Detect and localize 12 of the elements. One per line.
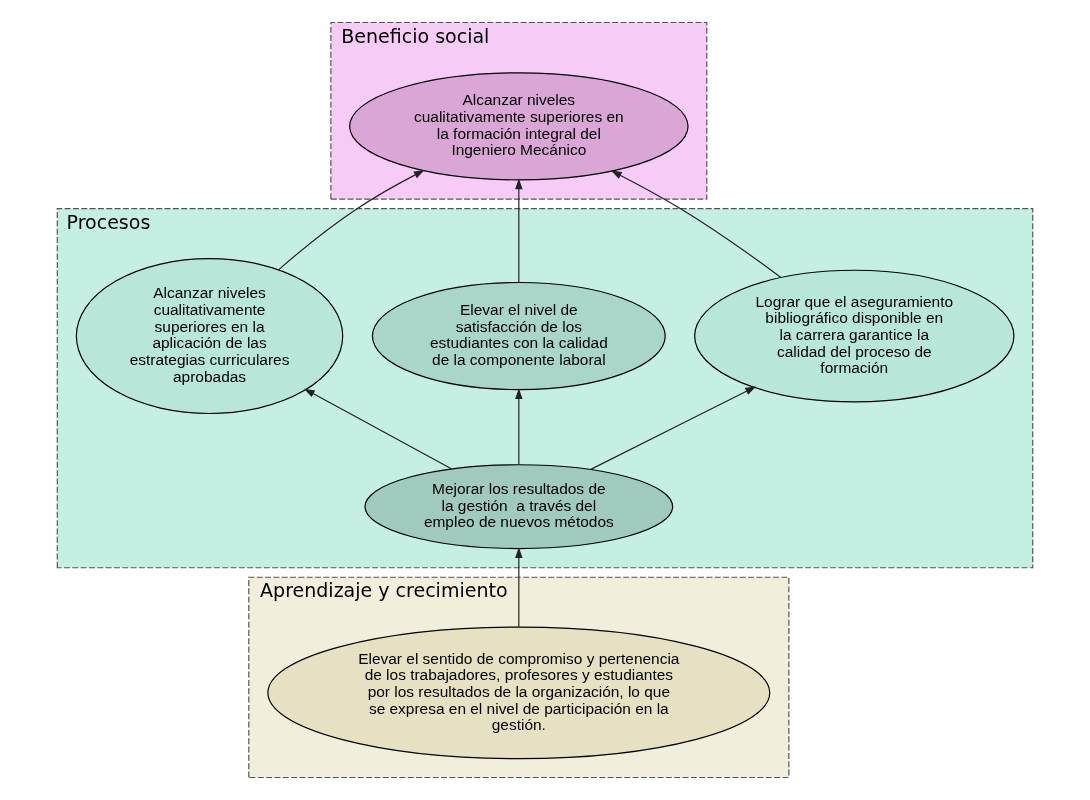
node-ellipse: Lograr que el aseguramiento bibliográfico disponible en la carrera garantice la calidad del proceso de formación — [694, 269, 1015, 403]
arrow — [515, 547, 523, 628]
arrow — [304, 388, 452, 470]
arrow — [278, 169, 425, 271]
arrow — [590, 386, 757, 470]
node-ellipse: Elevar el sentido de compromiso y pertenencia de los trabajadores, profesores y estudiantes por los resultados de la organización, lo que se expresa en el nivel de participación en la gestión. — [267, 626, 771, 760]
node-ellipse: Mejorar los resultados de la gestión a través del empleo de nuevos métodos — [364, 464, 674, 550]
arrow — [611, 170, 782, 279]
node-ellipse: Alcanzar niveles cualitativamente superiores en la aplicación de las estrategias curriculares aprobadas — [75, 258, 344, 415]
node-ellipse: Elevar el nivel de satisfacción de los estudiantes con la calidad de la componente laboral — [371, 281, 666, 391]
arrow — [515, 178, 523, 283]
arrow — [515, 388, 523, 465]
